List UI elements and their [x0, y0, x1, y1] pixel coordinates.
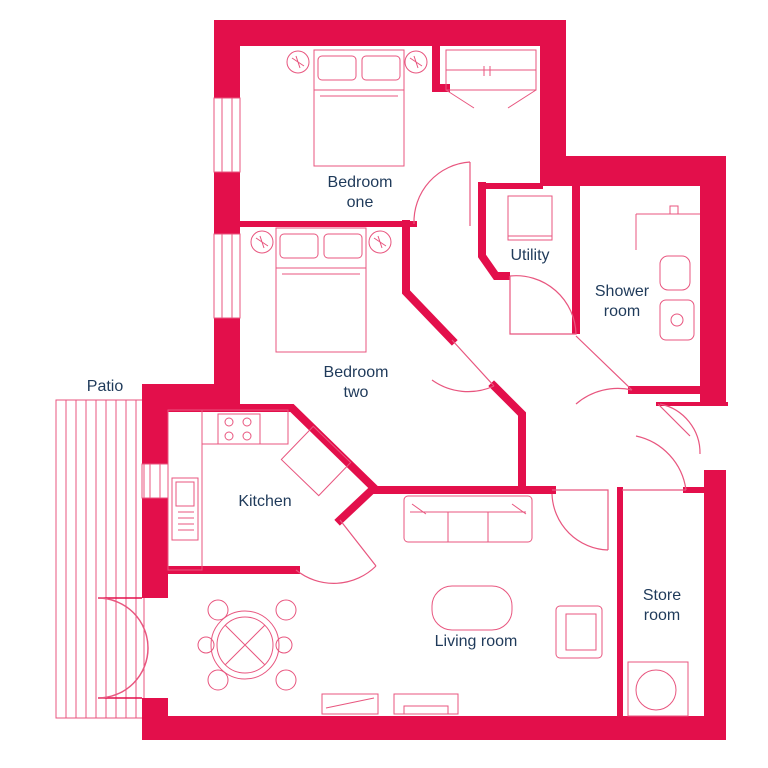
lamp-icon [368, 230, 392, 254]
room-label-line: Bedroom [327, 174, 393, 191]
room-label-line: Utility [510, 247, 550, 264]
sofa [403, 495, 533, 543]
room-label-store-room: Store room [622, 586, 702, 626]
room-label-bedroom-two: Bedroom two [296, 363, 416, 403]
room-label-line: Shower [594, 283, 650, 300]
lamp-icon [250, 230, 274, 254]
armchair [555, 605, 603, 659]
room-label-line: Store [642, 587, 682, 604]
bed-one [313, 49, 405, 167]
interior-walls [164, 42, 728, 719]
room-label-line: one [346, 194, 374, 211]
room-label-living-room: Living room [416, 632, 536, 652]
door-swings [295, 161, 701, 584]
kitchen-counter [167, 409, 203, 571]
exterior-walls [142, 20, 726, 740]
dining-table [210, 610, 280, 680]
toilet [659, 255, 691, 291]
windows [141, 97, 241, 499]
lamp-icon [286, 50, 310, 74]
room-label-utility: Utility [490, 246, 570, 266]
room-label-line: Patio [86, 378, 124, 395]
room-label-line: two [343, 384, 369, 401]
furniture [167, 49, 700, 717]
room-label-shower-room: Shower room [582, 282, 662, 322]
area-label-patio: Patio [70, 377, 140, 397]
tv-unit [321, 693, 379, 715]
basin [659, 299, 695, 341]
bed-two [275, 227, 367, 353]
room-label-line: room [603, 303, 641, 320]
room-label-kitchen: Kitchen [225, 492, 305, 512]
lamp-icon [404, 50, 428, 74]
room-label-line: room [643, 607, 681, 624]
sink [171, 477, 199, 541]
patio-doors [97, 597, 149, 699]
patio-decking [55, 399, 145, 719]
boiler [627, 661, 689, 717]
fridge [280, 425, 352, 497]
room-label-line: Bedroom [323, 364, 389, 381]
room-label-bedroom-one: Bedroom one [300, 173, 420, 213]
washer [507, 195, 553, 241]
room-label-line: Kitchen [238, 493, 292, 510]
room-label-line: Living room [434, 633, 518, 650]
hob [217, 413, 261, 445]
coffee-table [431, 585, 513, 631]
